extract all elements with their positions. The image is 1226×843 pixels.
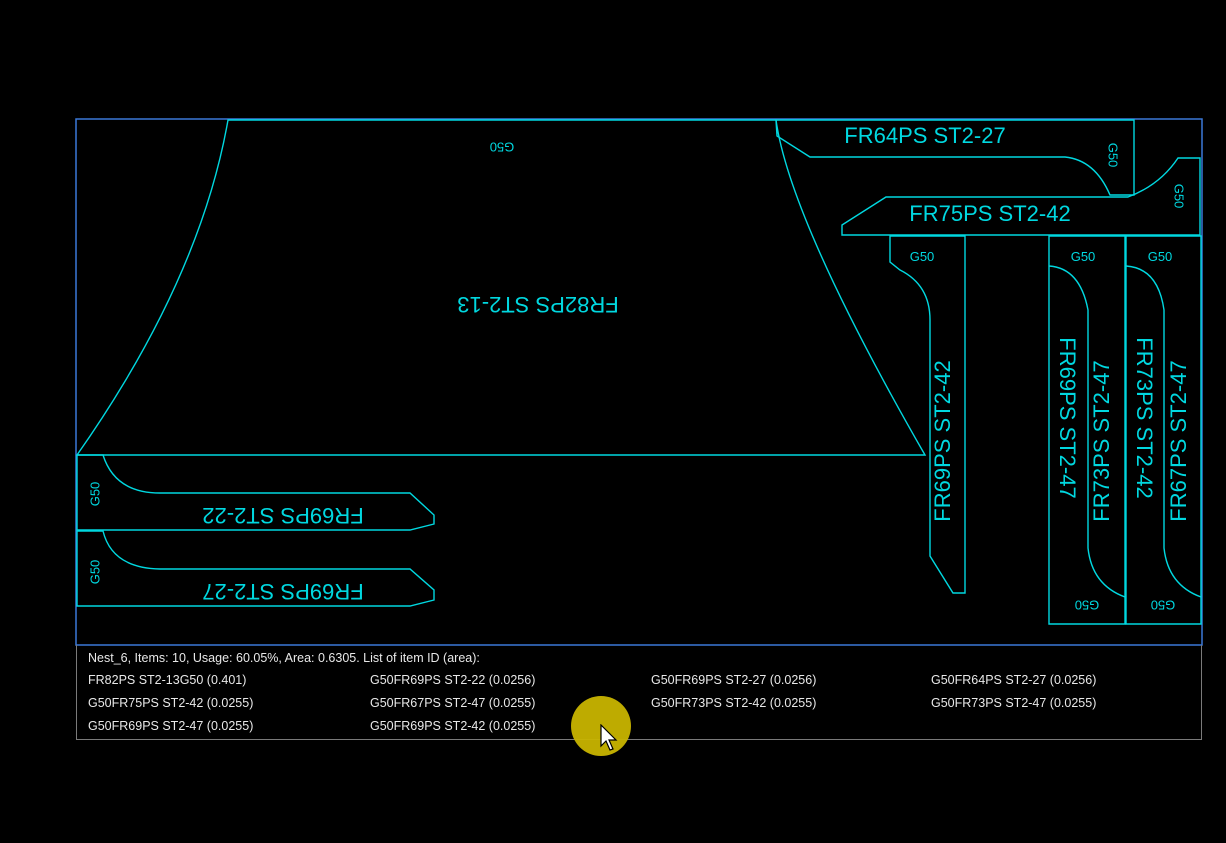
- nest-summary: Nest_6, Items: 10, Usage: 60.05%, Area: …: [88, 651, 480, 665]
- piece-label-fr73ps-st2-42: FR73PS ST2-42: [1132, 337, 1157, 498]
- piece-label-fr67ps-st2-47: FR67PS ST2-47: [1166, 360, 1191, 521]
- mouse-pointer-icon: [600, 724, 618, 751]
- piece-fr69ps-st2-22[interactable]: [76, 454, 435, 531]
- piece-label-fr73ps-st2-47: FR73PS ST2-47: [1089, 360, 1114, 521]
- legend-item: G50FR73PS ST2-47 (0.0255): [931, 696, 1097, 710]
- piece-label-fr64ps-st2-27: FR64PS ST2-27: [844, 123, 1005, 148]
- piece-tag-fr64: G50: [1106, 143, 1121, 168]
- legend-item: G50FR67PS ST2-47 (0.0255): [370, 696, 536, 710]
- legend-item: G50FR69PS ST2-42 (0.0255): [370, 719, 536, 733]
- piece-fr64ps-st2-27[interactable]: [775, 119, 1135, 196]
- piece-tag-fr69-47: G50: [1071, 249, 1096, 264]
- piece-fr75ps-st2-42[interactable]: [841, 157, 1201, 236]
- legend-item: G50FR69PS ST2-27 (0.0256): [651, 673, 817, 687]
- piece-tag-fr67-47: G50: [1151, 598, 1176, 613]
- piece-fr69ps-st2-27[interactable]: [76, 530, 435, 607]
- piece-label-fr69ps-st2-47: FR69PS ST2-47: [1055, 337, 1080, 498]
- legend-item: G50FR73PS ST2-42 (0.0255): [651, 696, 817, 710]
- piece-fr69ps-st2-47[interactable]: [1048, 235, 1126, 625]
- legend-item: G50FR75PS ST2-42 (0.0255): [88, 696, 254, 710]
- piece-divider-fr69-fr73: [1048, 265, 1126, 598]
- piece-tag-fr69-42: G50: [910, 249, 935, 264]
- piece-tag-fr75: G50: [1172, 184, 1187, 209]
- piece-fr69ps-st2-42[interactable]: [889, 235, 966, 594]
- piece-label-fr69ps-st2-42: FR69PS ST2-42: [930, 360, 955, 521]
- sheet-frame: [75, 118, 1203, 646]
- legend-item: G50FR64PS ST2-27 (0.0256): [931, 673, 1097, 687]
- piece-tag-fr73-42: G50: [1148, 249, 1173, 264]
- piece-label-fr82ps-st2-13: FR82PS ST2-13: [457, 292, 618, 317]
- nest-legend: Nest_6, Items: 10, Usage: 60.05%, Area: …: [76, 645, 1202, 740]
- piece-label-fr69ps-st2-22: FR69PS ST2-22: [202, 503, 363, 528]
- piece-label-fr75ps-st2-42: FR75PS ST2-42: [909, 201, 1070, 226]
- legend-item: G50FR69PS ST2-47 (0.0255): [88, 719, 254, 733]
- piece-tag-fr69-27: G50: [87, 560, 102, 585]
- piece-tag-main: G50: [490, 140, 515, 155]
- piece-label-fr69ps-st2-27: FR69PS ST2-27: [202, 579, 363, 604]
- piece-tag-fr69-22: G50: [87, 482, 102, 507]
- piece-fr73ps-st2-42[interactable]: [1125, 235, 1202, 625]
- piece-tag-fr73-47: G50: [1075, 598, 1100, 613]
- legend-item: FR82PS ST2-13G50 (0.401): [88, 673, 247, 687]
- legend-item: G50FR69PS ST2-22 (0.0256): [370, 673, 536, 687]
- piece-divider-fr73-fr67: [1125, 265, 1202, 598]
- piece-fr82ps-st2-13[interactable]: [75, 119, 927, 456]
